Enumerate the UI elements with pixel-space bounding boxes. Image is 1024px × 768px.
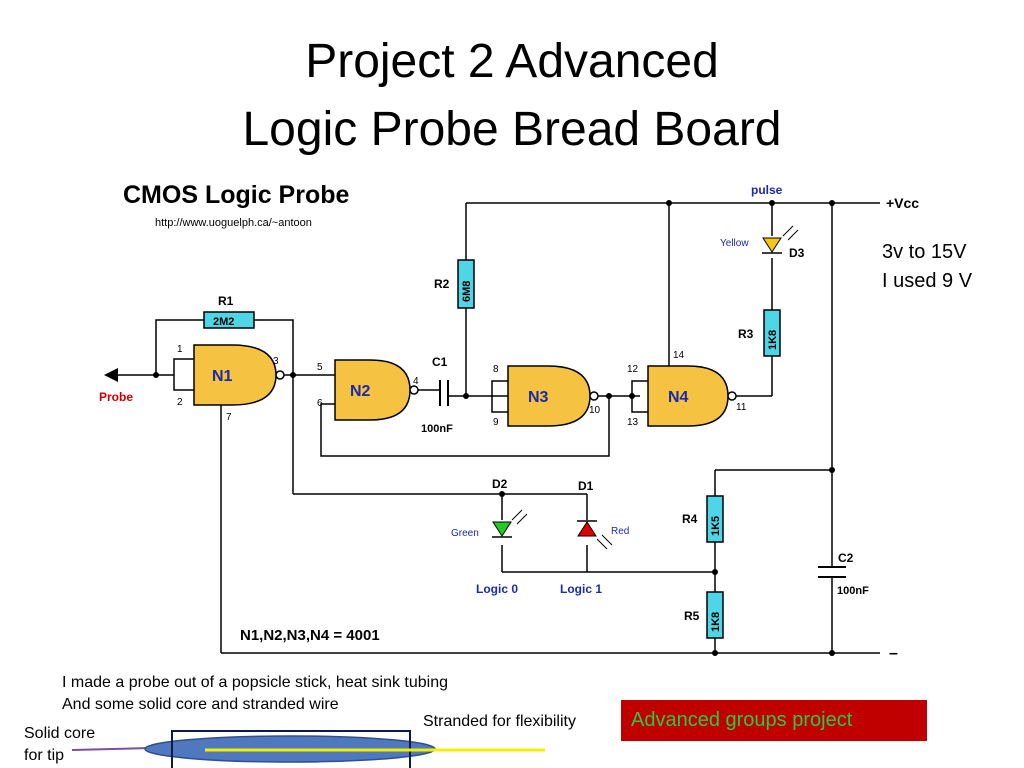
pin-11: 11 <box>736 402 747 413</box>
d3-name: D3 <box>789 246 805 260</box>
solid-line1: Solid core <box>24 725 96 742</box>
pin-6: 6 <box>317 398 323 409</box>
junction-dots <box>153 200 835 656</box>
probe-arrow-icon <box>104 368 118 382</box>
d2-color-label: Green <box>451 528 479 539</box>
resistor-r1: 2M2 R1 <box>203 294 255 329</box>
schematic-url: http://www.uoguelph.ca/~antoon <box>155 217 312 229</box>
ic-note: N1,N2,N3,N4 = 4001 <box>240 627 380 644</box>
gate-n4-label: N4 <box>668 389 689 406</box>
solid-line2: for tip <box>24 747 65 764</box>
r2-name: R2 <box>434 277 450 291</box>
voltage-line1: 3v to 15V <box>882 241 967 263</box>
pin-14: 14 <box>673 350 685 361</box>
d1-name: D1 <box>578 479 594 493</box>
gate-n2: N2 <box>334 359 419 421</box>
pin-13: 13 <box>627 417 639 428</box>
pin-1: 1 <box>177 344 183 355</box>
gate-n3: N3 <box>507 365 599 427</box>
pin-7: 7 <box>226 412 232 423</box>
d1-logic-label: Logic 1 <box>560 582 602 596</box>
voltage-note: 3v to 15V I used 9 V <box>882 238 972 296</box>
gate-n4: N4 <box>647 365 737 427</box>
pin-10: 10 <box>589 405 601 416</box>
slide-title-line1: Project 2 Advanced <box>305 35 719 88</box>
probe-drawing <box>71 730 545 768</box>
pin-2: 2 <box>177 397 183 408</box>
probe-note-line1: I made a probe out of a popsicle stick, … <box>62 674 449 691</box>
gnd-label: – <box>889 645 898 662</box>
resistor-r4: 1K5 R4 <box>682 495 724 543</box>
r1-name: R1 <box>218 294 234 308</box>
r5-name: R5 <box>684 609 700 623</box>
probe-label: Probe <box>99 390 133 404</box>
c1-name: C1 <box>432 355 448 369</box>
capacitor-c2: C2 100nF <box>818 551 869 597</box>
stranded-label: Stranded for flexibility <box>423 713 576 730</box>
gate-n2-label: N2 <box>350 383 371 400</box>
solid-core-label: Solid core for tip <box>24 723 95 767</box>
pulse-label: pulse <box>751 183 783 197</box>
pin-numbers: 1 2 3 4 5 6 7 8 9 10 11 12 13 14 <box>177 344 747 428</box>
r3-name: R3 <box>738 327 754 341</box>
led-d2: Green D2 Logic 0 <box>451 477 528 596</box>
gate-n1-label: N1 <box>212 368 233 385</box>
wires <box>118 202 880 654</box>
resistor-r3: 1K8 R3 <box>738 309 781 357</box>
led-d3: Yellow D3 <box>720 225 805 260</box>
pin-9: 9 <box>493 417 499 428</box>
pin-8: 8 <box>493 364 499 375</box>
vcc-label: +Vcc <box>886 195 919 211</box>
solid-core-wire <box>71 747 151 751</box>
schematic-title: CMOS Logic Probe <box>123 181 350 209</box>
pin-3: 3 <box>273 356 279 367</box>
gate-n1: N1 <box>193 344 285 406</box>
slide-title-line2: Logic Probe Bread Board <box>242 103 782 156</box>
c2-name: C2 <box>838 551 854 565</box>
pin-5: 5 <box>317 362 323 373</box>
r4-name: R4 <box>682 512 698 526</box>
r1-value: 2M2 <box>213 316 234 328</box>
probe-description: I made a probe out of a popsicle stick, … <box>62 672 448 716</box>
pin-12: 12 <box>627 364 639 375</box>
r5-value: 1K8 <box>710 612 722 632</box>
r2-value: 6M8 <box>461 281 473 302</box>
gate-n3-label: N3 <box>528 389 549 406</box>
capacitor-c1: C1 100nF <box>421 355 453 435</box>
d2-logic-label: Logic 0 <box>476 582 518 596</box>
voltage-line2: I used 9 V <box>882 270 973 292</box>
advanced-groups-banner: Advanced groups project <box>621 700 927 741</box>
resistor-r2: 6M8 R2 <box>434 259 475 309</box>
d3-color-label: Yellow <box>720 238 749 249</box>
pin-4: 4 <box>413 376 419 387</box>
r3-value: 1K8 <box>767 330 779 350</box>
d2-name: D2 <box>492 477 508 491</box>
r4-value: 1K5 <box>710 516 722 536</box>
led-d1: Red D1 Logic 1 <box>560 479 629 596</box>
probe-note-line2: And some solid core and stranded wire <box>62 696 339 713</box>
d1-color-label: Red <box>611 526 629 537</box>
c2-value: 100nF <box>837 585 869 597</box>
resistor-r5: 1K8 R5 <box>684 591 724 639</box>
c1-value: 100nF <box>421 423 453 435</box>
